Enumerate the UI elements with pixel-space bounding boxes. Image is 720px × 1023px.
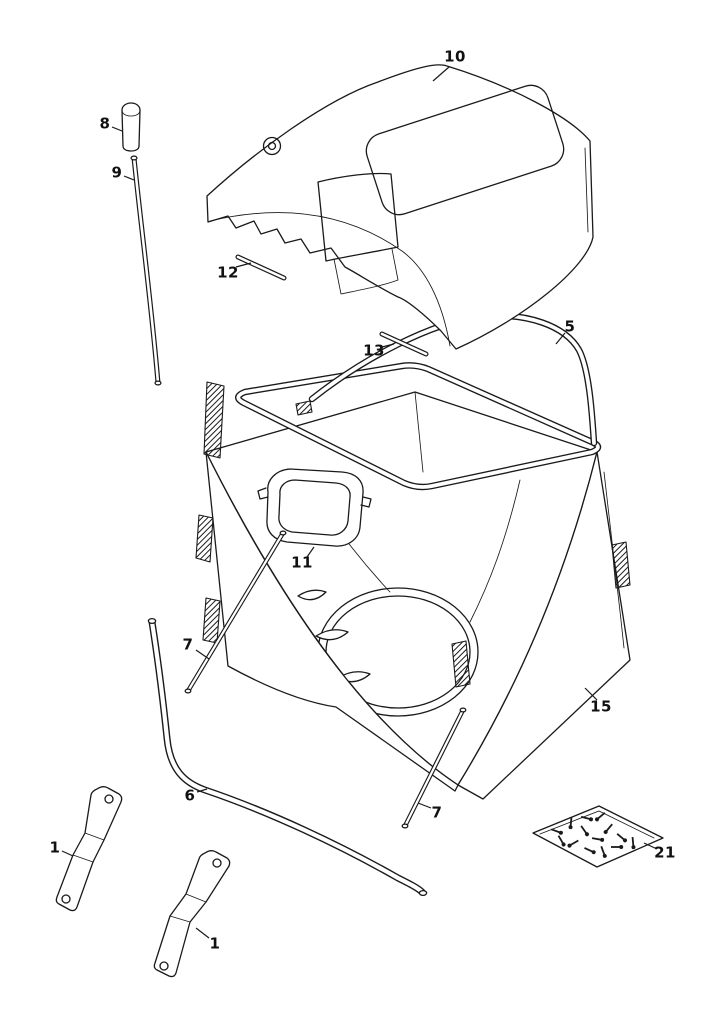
- part-callout-7-lower: 7: [431, 803, 443, 822]
- bag-top-cover: [206, 64, 594, 350]
- lower-bent-tube: [147, 617, 428, 897]
- part-callout-5: 5: [564, 317, 576, 336]
- part-callout-1-left: 1: [49, 838, 61, 857]
- part-callout-11: 11: [291, 553, 313, 572]
- mounting-bracket-left: [55, 786, 123, 912]
- part-callout-12: 12: [217, 263, 239, 282]
- support-rod-upper: [184, 530, 287, 694]
- bag-frame-tube: [203, 312, 602, 491]
- long-rod: [130, 155, 162, 386]
- part-callout-10: 10: [444, 47, 466, 66]
- part-callout-8: 8: [99, 114, 111, 133]
- grass-bag-body: [195, 391, 631, 800]
- part-callout-1-right: 1: [209, 934, 221, 953]
- pin-12: [235, 254, 287, 281]
- rod-cap: [121, 102, 141, 152]
- part-callout-9: 9: [111, 163, 123, 182]
- part-callout-13: 13: [363, 341, 385, 360]
- chute-frame: [257, 468, 372, 547]
- part-callout-21: 21: [654, 843, 676, 862]
- part-callout-6: 6: [184, 786, 196, 805]
- part-callout-7-upper: 7: [182, 635, 194, 654]
- callout-leader-lines: [61, 66, 658, 939]
- pin-13: [379, 331, 429, 357]
- mounting-bracket-right: [153, 850, 231, 978]
- hardware-kit: [532, 805, 664, 868]
- part-callout-15: 15: [590, 697, 612, 716]
- support-rod-lower: [401, 707, 467, 829]
